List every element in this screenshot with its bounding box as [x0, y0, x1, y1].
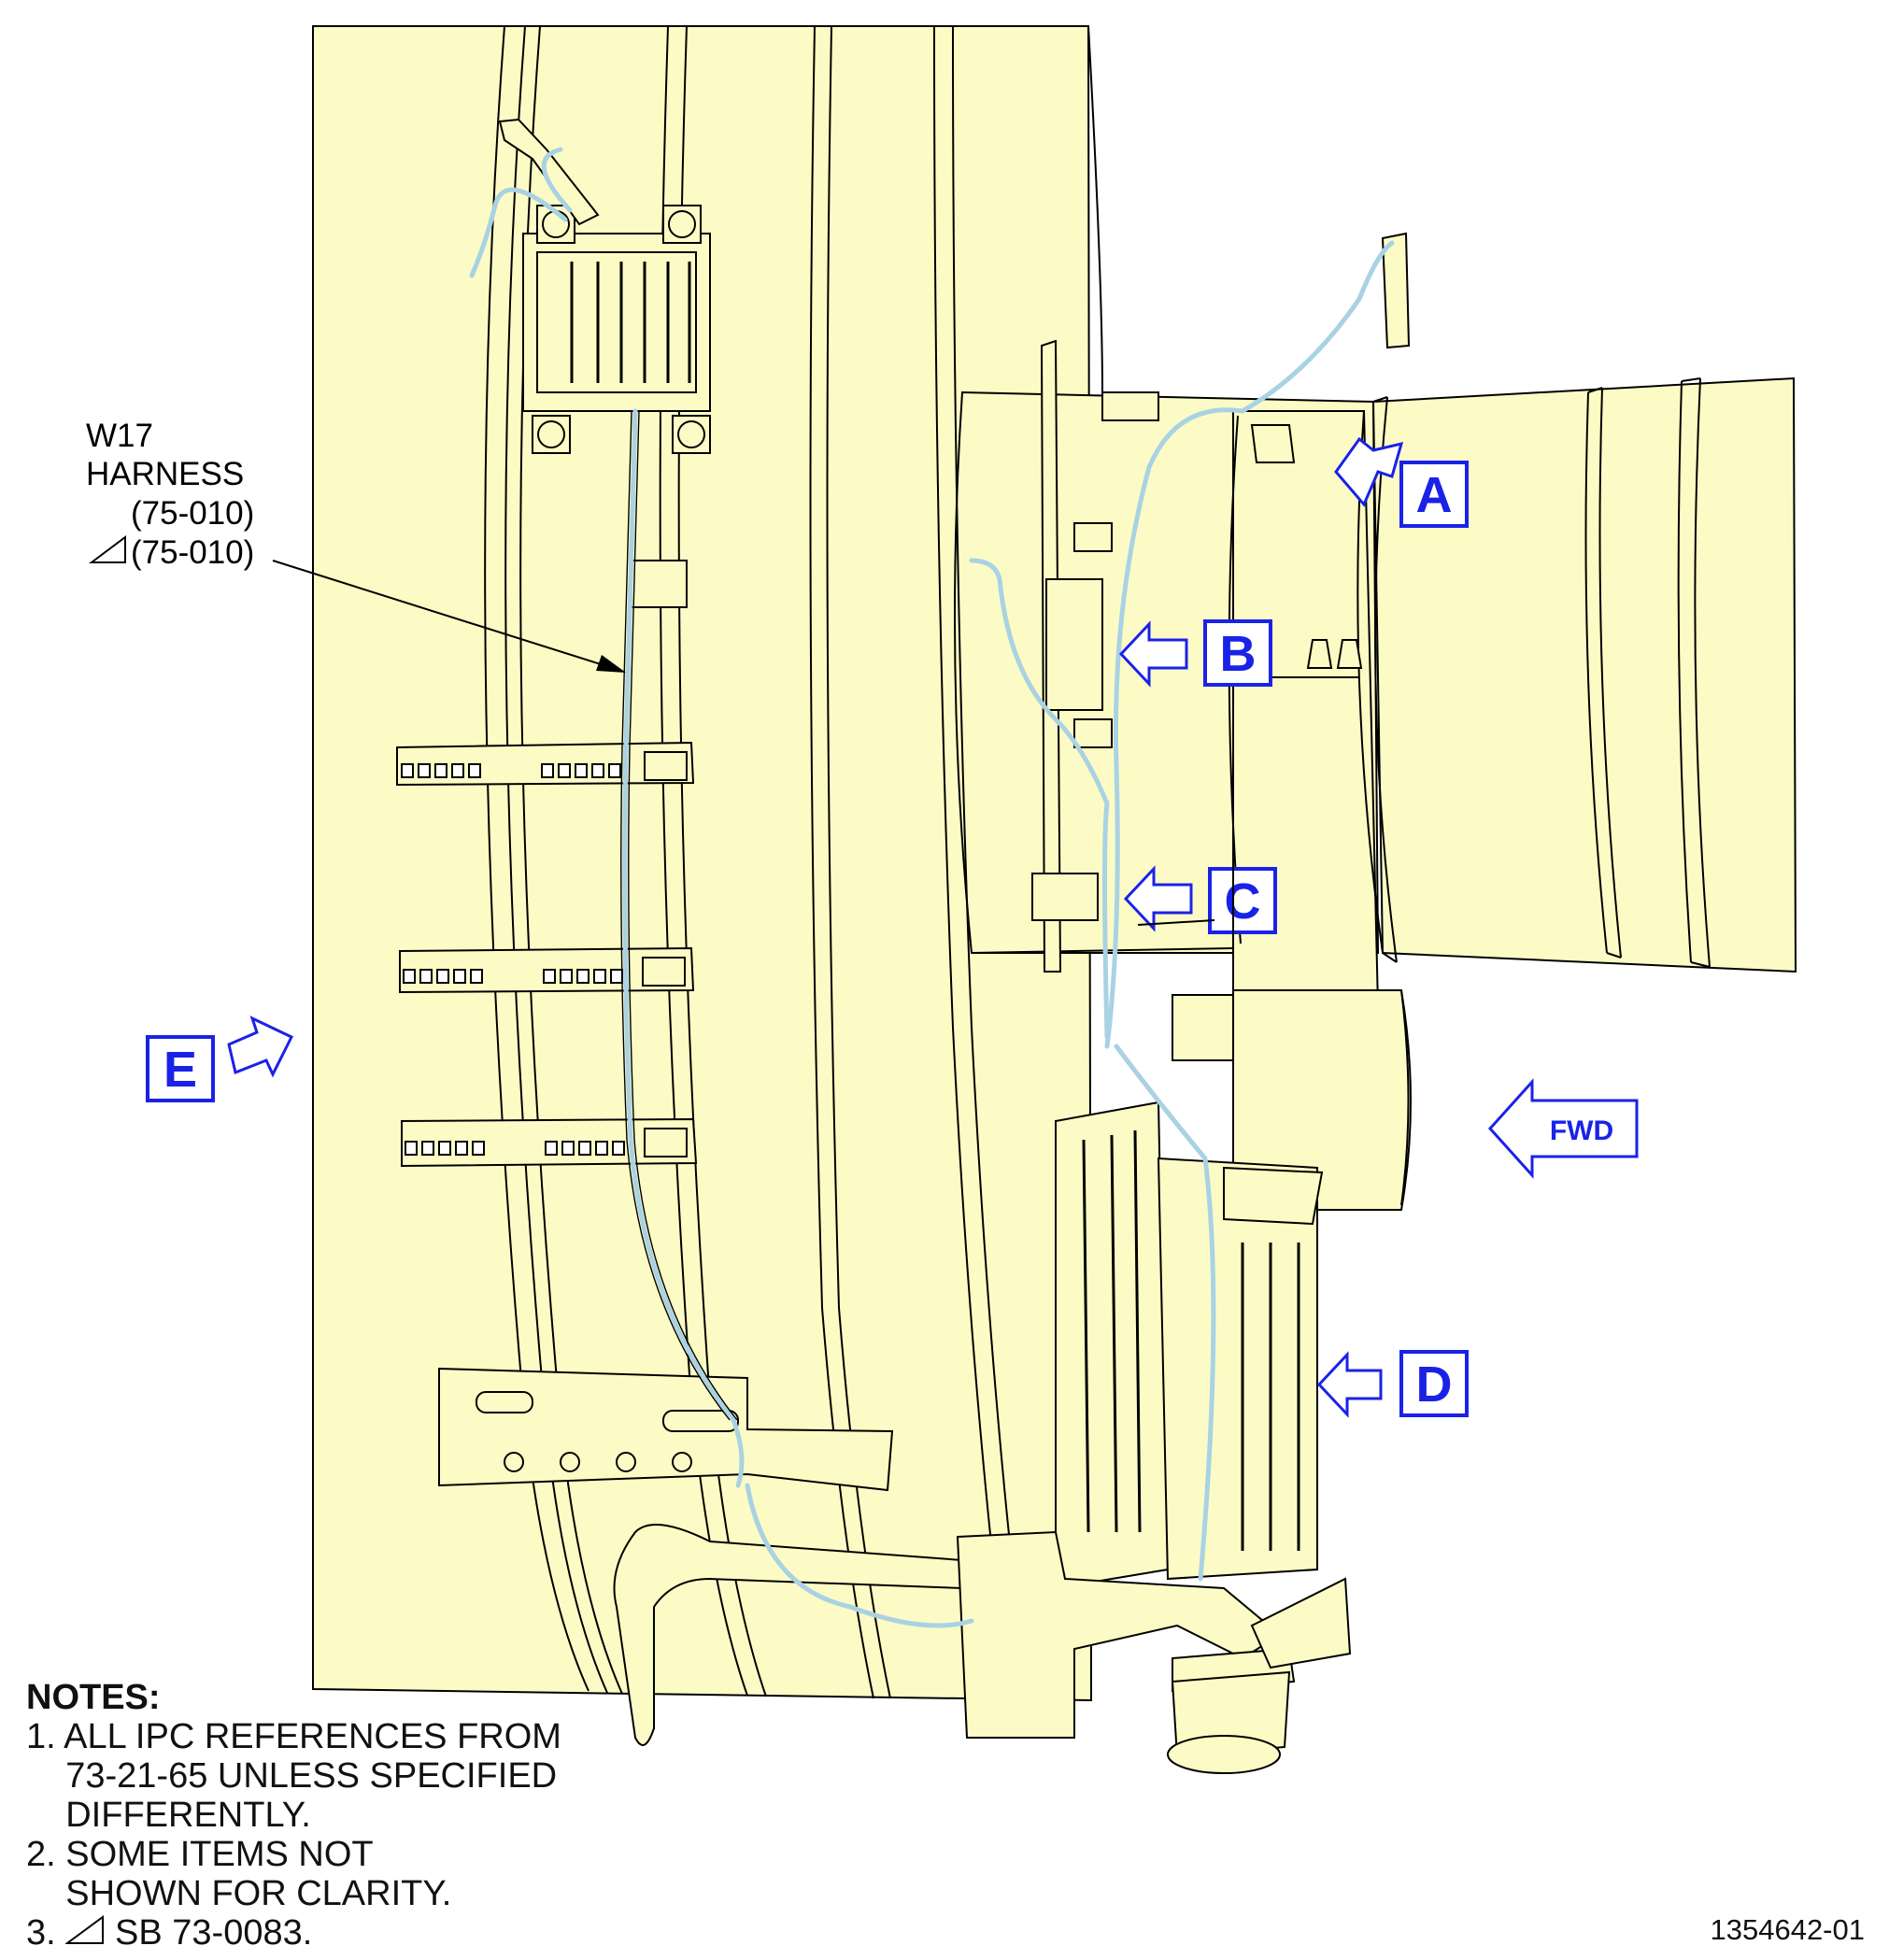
- harness-callout-line4: (75-010): [131, 534, 254, 571]
- note-line: 1. ALL IPC REFERENCES FROM: [26, 1717, 561, 1756]
- upper-right-bracket: [1250, 232, 1411, 463]
- lower-bracket-plate: [438, 1367, 894, 1492]
- note-line: 2. SOME ITEMS NOT: [26, 1835, 374, 1874]
- figure-number: 1354642-01: [1710, 1913, 1866, 1946]
- sb-flag-icon: [89, 535, 126, 563]
- junction-box-slots: [570, 262, 691, 383]
- note-line: 3. SB 73-0083.: [26, 1913, 313, 1953]
- harness-black-outline: [620, 410, 738, 1421]
- engine-core-panel: [312, 25, 1093, 1702]
- view-callout-d: D: [1316, 1350, 1469, 1418]
- note-line: 73-21-65 UNLESS SPECIFIED: [26, 1756, 558, 1796]
- note-line: SHOWN FOR CLARITY.: [26, 1874, 452, 1913]
- gearbox-details: [1082, 1129, 1300, 1551]
- view-callout-e: E: [146, 1016, 294, 1102]
- lower-duct: [613, 1524, 963, 1746]
- fwd-arrow-icon: [1487, 1078, 1639, 1179]
- view-letter-b: B: [1220, 626, 1257, 682]
- fan-case-tabs: [1306, 639, 1363, 669]
- view-callout-c: C: [1123, 865, 1277, 934]
- view-callout-b: B: [1118, 619, 1272, 688]
- harness-callout-line1: W17: [86, 418, 153, 454]
- harness-callout-line3: (75-010): [131, 495, 254, 532]
- view-box-d: [1399, 1350, 1469, 1417]
- view-box-e: [146, 1035, 215, 1102]
- view-arrow-b-icon: [1118, 620, 1188, 688]
- junction-box-upper: [522, 205, 711, 454]
- notes-title: NOTES:: [26, 1678, 161, 1717]
- harness-callout-line2: HARNESS: [86, 456, 244, 492]
- view-letter-c: C: [1225, 873, 1261, 930]
- w17-harness-cable: [469, 147, 1395, 1628]
- fan-case-body: [954, 376, 1797, 1211]
- view-letter-a: A: [1416, 467, 1453, 523]
- callout-leader-line: [272, 560, 622, 672]
- view-arrow-a-icon: [1334, 436, 1404, 507]
- harness-callout: W17 HARNESS (75-010) (75-010): [86, 418, 626, 673]
- fwd-label: FWD: [1550, 1115, 1613, 1146]
- support-arm-fasteners: [401, 763, 625, 1156]
- view-box-c: [1208, 867, 1277, 934]
- view-box-a: [1399, 461, 1469, 528]
- support-arm-clamps: [630, 560, 688, 1158]
- upper-mount-bracket: [498, 118, 600, 226]
- view-letter-d: D: [1416, 1356, 1453, 1413]
- view-arrow-d-icon: [1316, 1351, 1383, 1418]
- view-letter-e: E: [163, 1042, 197, 1098]
- view-arrow-c-icon: [1123, 865, 1193, 932]
- view-leader-lines: [1137, 676, 1359, 951]
- view-arrow-e-icon: [227, 1016, 294, 1078]
- center-vertical-bracket: [1031, 339, 1159, 973]
- view-box-b: [1203, 619, 1272, 687]
- notes-block: NOTES: 1. ALL IPC REFERENCES FROM 73-21-…: [26, 1678, 605, 1953]
- note-line: DIFFERENTLY.: [26, 1796, 311, 1835]
- callout-arrowhead-icon: [596, 655, 626, 673]
- sb-flag-note-icon: [65, 1915, 104, 1944]
- view-callout-a: A: [1334, 436, 1469, 528]
- fwd-indicator: FWD: [1487, 1078, 1639, 1179]
